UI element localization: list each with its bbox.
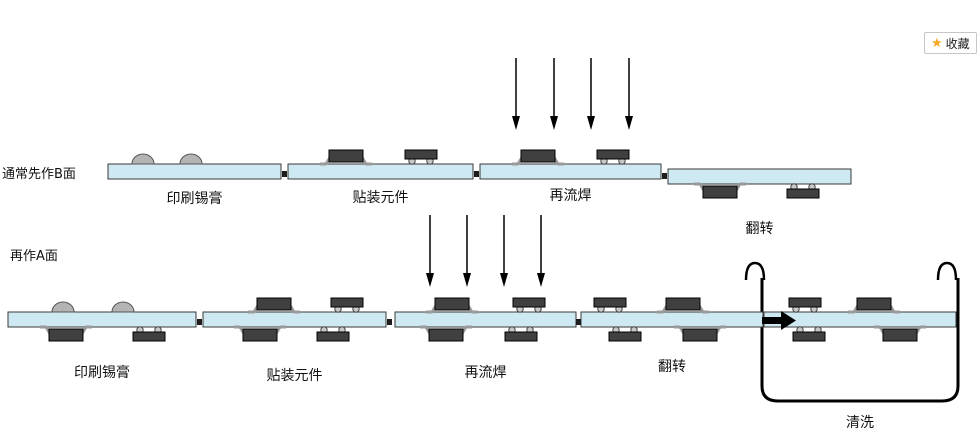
step-label-a-place: 贴装元件 bbox=[266, 368, 323, 384]
pcb-board bbox=[667, 168, 852, 185]
step-label-a-reflow: 再流焊 bbox=[464, 365, 507, 381]
solder-paste-bump bbox=[51, 301, 75, 313]
chip-component bbox=[132, 326, 166, 342]
board-connector bbox=[662, 173, 667, 179]
board-connector bbox=[387, 319, 392, 325]
step-label-b-print: 印刷锡膏 bbox=[166, 191, 223, 207]
reflow-arrow bbox=[536, 214, 546, 288]
ic-component bbox=[846, 296, 902, 314]
chip-component bbox=[596, 149, 630, 165]
solder-paste-bump bbox=[111, 301, 135, 313]
board-connector bbox=[576, 319, 581, 325]
step-label-a-print: 印刷锡膏 bbox=[74, 365, 130, 381]
reflow-arrow bbox=[549, 57, 559, 131]
step-label-b-place: 贴装元件 bbox=[352, 190, 409, 206]
pcb-board bbox=[479, 163, 662, 180]
ic-component bbox=[872, 325, 928, 343]
pcb-board bbox=[202, 311, 387, 328]
flow-arrow bbox=[762, 311, 796, 330]
star-icon: ★ bbox=[931, 35, 943, 51]
pcb-board bbox=[107, 163, 282, 180]
ic-component bbox=[424, 296, 480, 314]
reflow-arrow bbox=[624, 57, 634, 131]
tank-hook bbox=[936, 261, 958, 281]
chip-component bbox=[316, 326, 350, 342]
row-b-label: 通常先作B面 bbox=[2, 167, 76, 182]
cleaning-tank bbox=[760, 278, 960, 403]
chip-component bbox=[788, 297, 822, 313]
ic-component bbox=[692, 182, 748, 200]
reflow-arrow bbox=[462, 214, 472, 288]
chip-component bbox=[593, 297, 627, 313]
step-label-a-flip: 翻转 bbox=[658, 359, 686, 375]
ic-component bbox=[246, 296, 302, 314]
ic-component bbox=[655, 296, 711, 314]
step-label-b-reflow: 再流焊 bbox=[549, 188, 592, 204]
row-a-label: 再作A面 bbox=[10, 249, 58, 264]
ic-component bbox=[232, 325, 288, 343]
step-label-a-clean: 清洗 bbox=[846, 415, 874, 431]
chip-component bbox=[608, 326, 642, 342]
chip-component bbox=[330, 297, 364, 313]
ic-component bbox=[510, 148, 566, 166]
solder-paste-bump bbox=[131, 153, 155, 165]
chip-component bbox=[512, 297, 546, 313]
step-label-b-flip: 翻转 bbox=[745, 221, 774, 237]
solder-paste-bump bbox=[179, 153, 203, 165]
chip-component bbox=[786, 183, 820, 199]
ic-component bbox=[318, 148, 374, 166]
ic-component bbox=[418, 325, 474, 343]
chip-component bbox=[792, 326, 826, 342]
reflow-arrow bbox=[511, 57, 521, 131]
tank-hook bbox=[744, 261, 766, 281]
pcb-board bbox=[394, 311, 577, 328]
board-connector bbox=[197, 319, 202, 325]
favorite-label: 收藏 bbox=[945, 36, 970, 51]
chip-component bbox=[404, 149, 438, 165]
board-connector bbox=[474, 171, 479, 177]
chip-component bbox=[504, 326, 538, 342]
reflow-arrow bbox=[586, 57, 596, 131]
reflow-arrow bbox=[425, 214, 435, 288]
favorite-button[interactable]: ★ 收藏 bbox=[924, 32, 977, 54]
reflow-arrow bbox=[499, 214, 509, 288]
pcb-board bbox=[7, 311, 197, 328]
board-connector bbox=[282, 171, 287, 177]
pcb-board bbox=[287, 163, 474, 180]
ic-component bbox=[672, 325, 728, 343]
ic-component bbox=[38, 325, 94, 343]
pcb-board bbox=[580, 311, 764, 328]
